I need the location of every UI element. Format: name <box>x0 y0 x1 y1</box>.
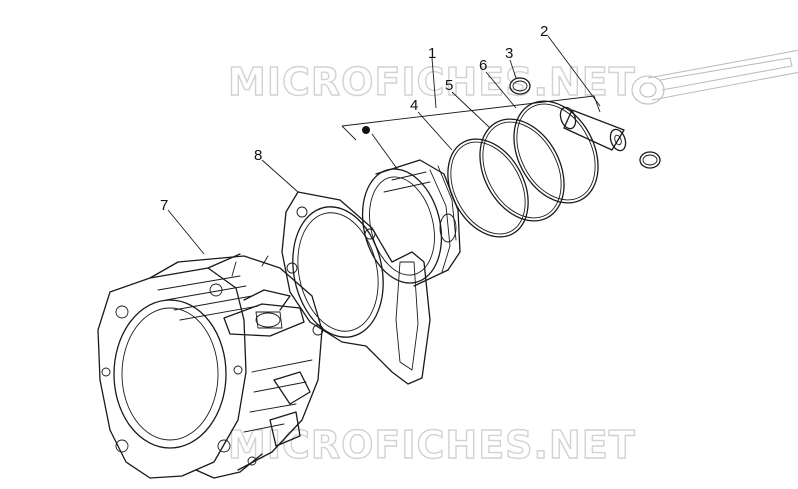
piston-pin-part-2 <box>559 106 627 152</box>
piston-rings <box>447 100 599 238</box>
ring-part-6 <box>513 100 599 204</box>
callout-3: 3 <box>505 45 513 62</box>
callout-7: 7 <box>160 197 168 214</box>
connecting-rod-ghost <box>631 49 798 105</box>
callout-2: 2 <box>540 23 548 40</box>
circlips-part-3 <box>509 77 661 169</box>
callout-8: 8 <box>254 147 262 164</box>
head-gasket-part-8 <box>281 191 431 385</box>
ring-part-5 <box>479 118 565 222</box>
piston <box>361 159 461 287</box>
kit-bracket-part-1 <box>341 57 601 141</box>
cylinder-part-7 <box>97 253 323 479</box>
watermark-top: MICROFICHES.NET <box>228 60 636 104</box>
callout-5: 5 <box>445 77 453 94</box>
callout-4: 4 <box>410 97 418 114</box>
callout-6: 6 <box>479 57 487 74</box>
leader-lines <box>167 35 601 255</box>
watermark-bottom: MICROFICHES.NET <box>228 423 636 467</box>
ring-part-4 <box>447 138 529 238</box>
callout-1: 1 <box>428 45 436 62</box>
kit-marker-dot <box>362 126 370 134</box>
